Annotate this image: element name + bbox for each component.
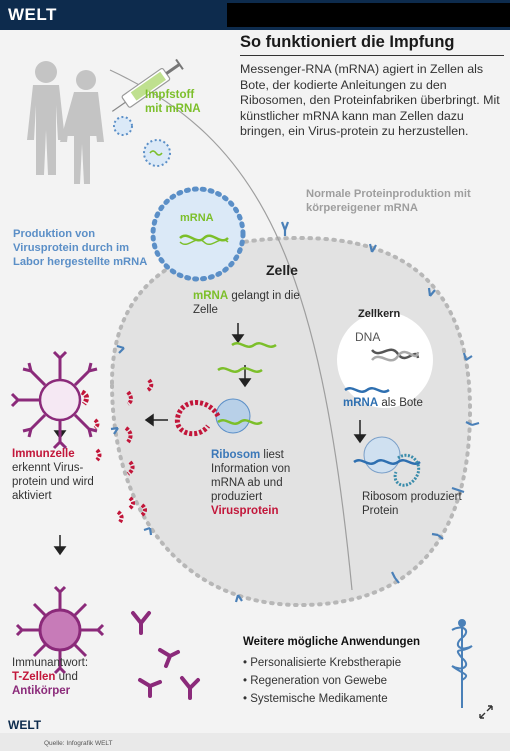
mrna-bote-label: mRNA als Bote [343,397,423,409]
zellkern-label: Zellkern [358,308,401,320]
mrna-strands [217,342,277,373]
mrna-bote-text: als Bote [378,397,423,409]
caduceus-icon [451,619,473,708]
immunantwort-heading: Immunantwort: [12,657,89,669]
immunantwort-label: Immunantwort: T-Zellen und Antikörper [12,656,112,698]
zelle-label: Zelle [266,262,298,278]
ribosom-keyword: Ribosom [211,449,261,461]
blue-mrna-strand [344,387,390,393]
ribosome-left [174,398,263,437]
arrows [53,323,367,556]
ribosom-virus-label: Ribosom liest Information von mRNA ab un… [211,448,321,518]
nanoparticles [113,116,171,167]
dna-label: DNA [355,330,381,344]
intro-text: Messenger-RNA (mRNA) agiert in Zellen al… [240,62,500,139]
applications-heading: Weitere mögliche Anwendungen [243,636,420,648]
antikoerper-keyword: Antikörper [12,685,71,697]
infographic-illustration [10,58,480,708]
human-silhouettes [27,61,104,184]
syringe-icon [111,58,184,112]
ribosom-virus-text: liest Information von mRNA ab und produz… [211,449,291,503]
immune-cell-bottom [15,585,105,675]
title-underline [240,55,504,56]
ribosome-right [353,436,421,487]
mrna-enters-keyword: mRNA [193,290,229,302]
applications-list: Personalisierte Krebstherapie Regenerati… [243,654,401,708]
impfstoff-label: Impfstoff mit mRNA [145,88,235,116]
impfstoff-line2: mit mRNA [145,103,201,115]
membrane-receptors [110,221,480,603]
expand-icon[interactable] [478,704,494,720]
immunzelle-text: erkennt Virus-protein und wird aktiviert [12,462,94,502]
mrna-enters-label: mRNA gelangt in die Zelle [193,289,303,317]
antibodies [131,611,200,700]
page-title: So funktioniert die Impfung [240,33,455,51]
mrna-capsule [150,186,246,282]
list-item: Systemische Medikamente [243,690,401,708]
mrna-enters-text: gelangt in die Zelle [193,290,300,316]
ribosom-protein-label: Ribosom produziert Protein [362,491,462,517]
header-banner [227,3,510,27]
source-credit: Quelle: Infografik WELT [44,740,113,747]
list-item: Regeneration von Gewebe [243,672,401,690]
mrna-capsule-label: mRNA [180,212,214,224]
immunantwort-und: und [55,671,78,683]
welt-logo[interactable]: WELT [8,5,57,24]
footer-logo[interactable]: WELT [8,718,42,732]
immune-cell-top [10,350,98,450]
divider-line [109,69,353,591]
immunzelle-label: Immunzelle erkennt Virus-protein und wir… [12,447,102,503]
produktion-label: Produktion von Virusprotein durch im Lab… [13,228,148,268]
normale-label: Normale Proteinproduktion mit körpereige… [306,188,471,214]
virusprotein-keyword: Virusprotein [211,505,279,517]
mrna-bote-keyword: mRNA [343,397,379,409]
tzellen-keyword: T-Zellen [12,671,56,683]
impfstoff-line1: Impfstoff [145,89,195,101]
nucleus [337,312,433,408]
immunzelle-keyword: Immunzelle [12,448,75,460]
list-item: Personalisierte Krebstherapie [243,654,401,672]
protein-fragments [93,378,154,524]
